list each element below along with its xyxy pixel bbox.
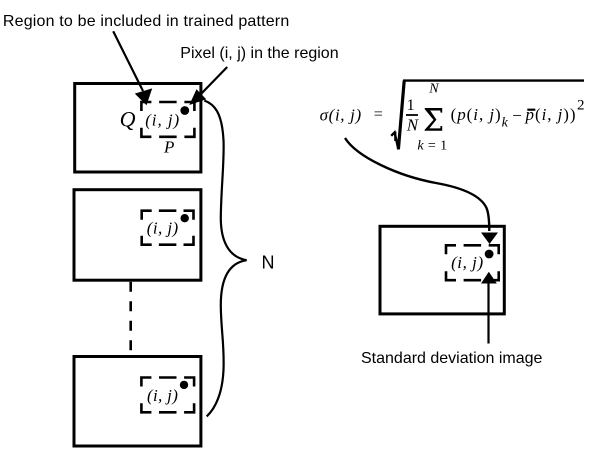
svg-text:(i, j): (i, j)	[147, 218, 179, 237]
svg-text:Q: Q	[120, 106, 136, 131]
svg-text:Standard deviation image: Standard deviation image	[361, 350, 543, 367]
svg-text:N: N	[406, 116, 420, 135]
svg-text:Region to be included in train: Region to be included in trained pattern	[3, 13, 290, 30]
svg-text:(i, j): (i, j)	[147, 386, 178, 405]
svg-text:σ(i, j): σ(i, j)	[320, 106, 362, 125]
svg-text:(i, j): (i, j)	[451, 253, 484, 272]
svg-text:Pixel (i, j) in the region: Pixel (i, j) in the region	[180, 45, 338, 62]
svg-text:N: N	[428, 81, 439, 96]
svg-text:(i, j): (i, j)	[145, 110, 180, 129]
svg-text:k = 1: k = 1	[417, 139, 447, 154]
svg-text:1: 1	[407, 97, 415, 114]
svg-text:P: P	[163, 137, 174, 156]
svg-text:N: N	[262, 253, 275, 273]
svg-text:=: =	[374, 106, 383, 123]
